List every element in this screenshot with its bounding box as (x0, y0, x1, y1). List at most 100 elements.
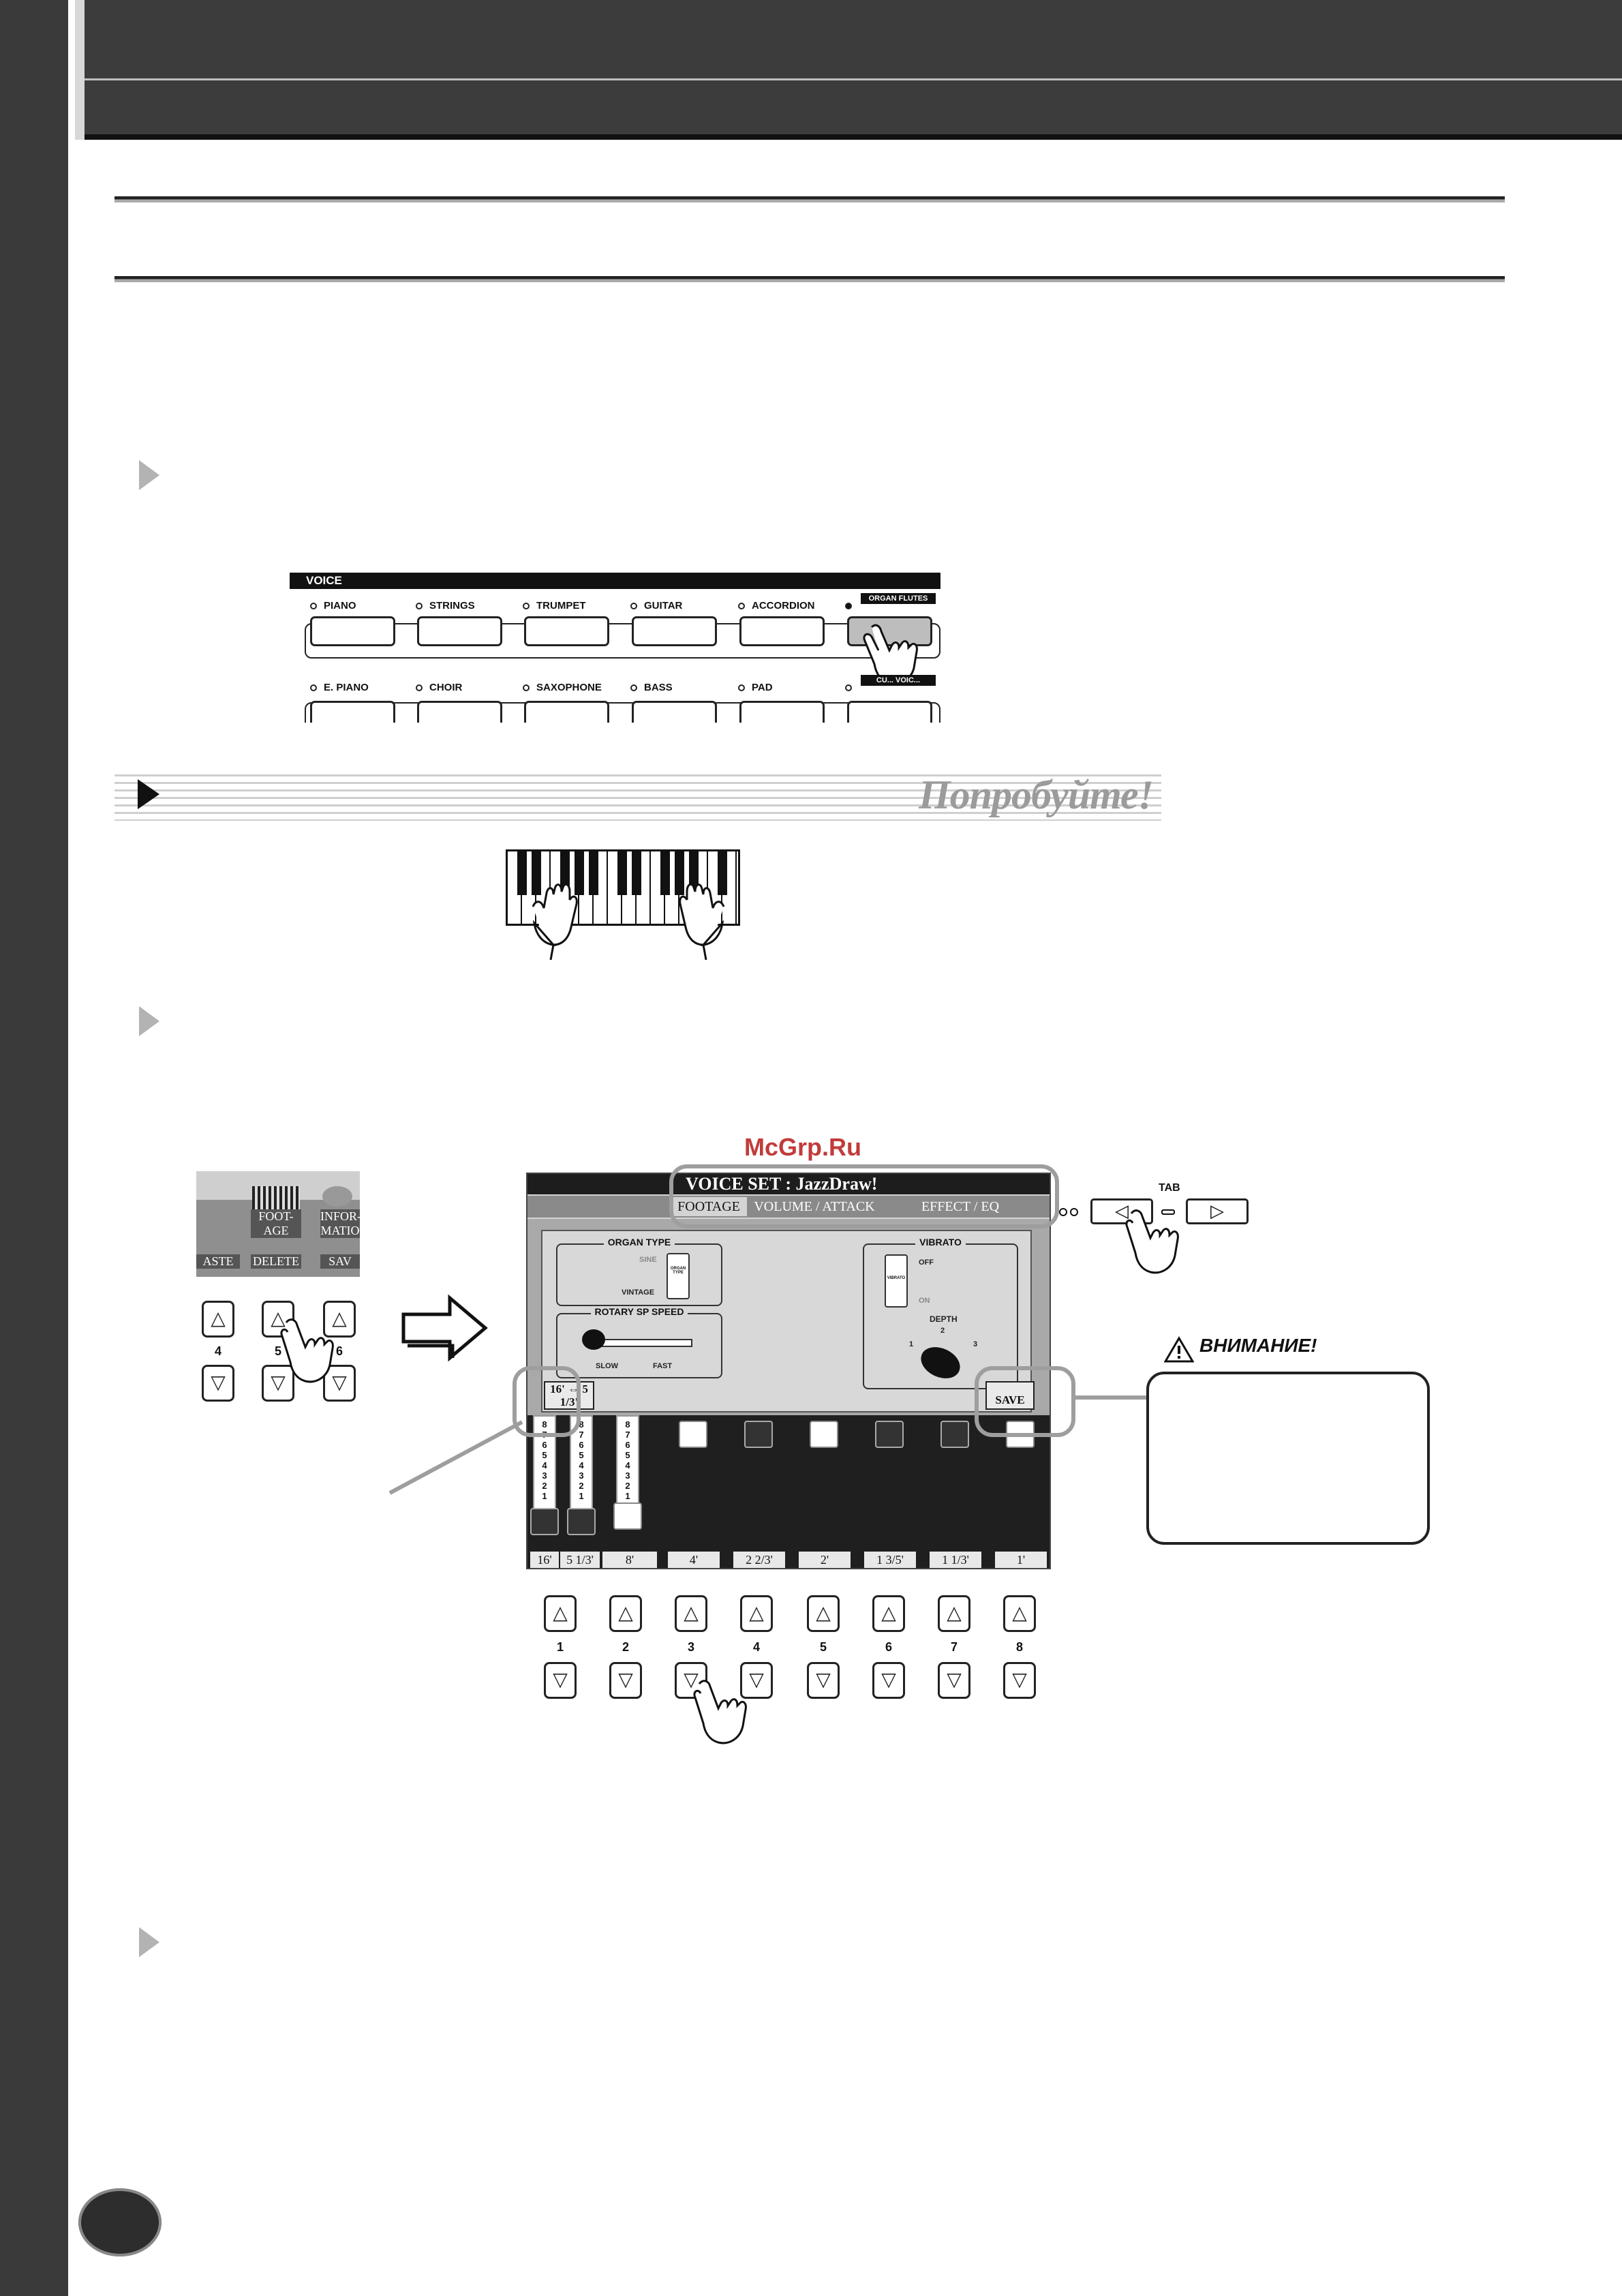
footage-button-highlight (512, 1366, 581, 1437)
custom-voice-label: CU... VOIC... (861, 675, 936, 686)
voice-button-pad[interactable] (739, 701, 825, 723)
up-button-4[interactable]: △ (740, 1595, 773, 1632)
voice-button-e-piano[interactable] (310, 701, 395, 723)
drawbar-5-1-3[interactable] (567, 1508, 596, 1535)
drawbar-4[interactable] (679, 1421, 707, 1448)
try-banner-text: Попробуйте! (918, 772, 1154, 817)
vibrato-group: VIBRATO VIBRATO OFF ON DEPTH 1 2 3 (863, 1237, 1018, 1389)
drawbar-scale-digit: 5 (542, 1450, 547, 1460)
display-title: VOICE SET : JazzDraw! (527, 1174, 1050, 1194)
voice-panel: VOICE PIANO STRINGS TRUMPET GUITAR ACCOR… (290, 573, 940, 723)
tab-indicator (1161, 1209, 1175, 1215)
drawbar-scale-digit: 1 (542, 1491, 547, 1501)
drawbar-scale-digit: 3 (542, 1470, 547, 1481)
up-button-8[interactable]: △ (1003, 1595, 1036, 1632)
tab-volume-attack[interactable]: VOLUME / ATTACK (754, 1199, 875, 1214)
tab-footage[interactable]: FOOTAGE (671, 1197, 747, 1216)
display-tabs: FOOTAGE VOLUME / ATTACK EFFECT / EQ (527, 1196, 1050, 1218)
drawbar-scale-digit: 1 (579, 1491, 584, 1501)
mini-down-button-4[interactable]: ▽ (202, 1365, 234, 1402)
down-button-5[interactable]: ▽ (807, 1662, 840, 1699)
up-button-2[interactable]: △ (609, 1595, 642, 1632)
rotary-slider-knob[interactable] (582, 1329, 605, 1350)
up-button-6[interactable]: △ (872, 1595, 905, 1632)
drawbar-scale-digit: 3 (579, 1470, 584, 1481)
down-button-8[interactable]: ▽ (1003, 1662, 1036, 1699)
voice-button-guitar[interactable] (632, 616, 717, 646)
hands-icon (532, 883, 725, 961)
voice-panel-title: VOICE (290, 573, 940, 589)
rotary-speed-group: ROTARY SP SPEED SLOW FAST (556, 1306, 722, 1378)
mini-screen: FOOT-AGE INFOR-MATIO ASTE DELETE SAV (196, 1171, 360, 1277)
voice-button-custom-voice[interactable] (847, 701, 932, 723)
flow-arrow-icon (401, 1294, 488, 1362)
tab-right-button[interactable]: ▷ (1186, 1198, 1249, 1224)
down-button-7[interactable]: ▽ (938, 1662, 970, 1699)
organ-type-switch[interactable]: ORGAN TYPE (667, 1253, 690, 1299)
voice-button-strings[interactable] (417, 616, 502, 646)
voice-button-choir[interactable] (417, 701, 502, 723)
voice-button-organ-flutes[interactable] (847, 616, 932, 646)
drawbar-scale-digit: 5 (579, 1450, 584, 1460)
warning-icon (1164, 1336, 1194, 1363)
drawbar-scale-digit: 3 (625, 1470, 630, 1481)
left-margin-bar (0, 0, 68, 2296)
up-button-5[interactable]: △ (807, 1595, 840, 1632)
drawbar-scale-digit: 8 (625, 1419, 630, 1430)
drawbar-scale-digit: 7 (579, 1430, 584, 1440)
mini-label-footage: FOOT-AGE (251, 1209, 301, 1238)
drawbar-1-3-5[interactable] (875, 1421, 904, 1448)
up-button-7[interactable]: △ (938, 1595, 970, 1632)
section-rule-top (114, 196, 1505, 202)
save-button[interactable]: SAVE (985, 1381, 1035, 1410)
step-arrow-3 (139, 1927, 159, 1957)
drawbar-16[interactable] (530, 1508, 559, 1535)
try-banner: Попробуйте! (114, 769, 1161, 821)
drawbar-scale-digit: 6 (542, 1440, 547, 1450)
vibrato-switch[interactable]: VIBRATO (885, 1254, 908, 1308)
mini-label-paste: ASTE (196, 1254, 240, 1269)
up-button-1[interactable]: △ (544, 1595, 577, 1632)
down-button-6[interactable]: ▽ (872, 1662, 905, 1699)
drawbar-2-2-3[interactable] (744, 1421, 773, 1448)
voice-button-piano[interactable] (310, 616, 395, 646)
mini-down-button-6[interactable]: ▽ (323, 1365, 356, 1402)
play-triangle-icon (138, 779, 159, 809)
header-band (75, 0, 1622, 140)
down-button-1[interactable]: ▽ (544, 1662, 577, 1699)
voice-button-bass[interactable] (632, 701, 717, 723)
drawbar-2[interactable] (810, 1421, 838, 1448)
attention-title: ВНИМАНИЕ! (1199, 1335, 1317, 1356)
down-button-4[interactable]: ▽ (740, 1662, 773, 1699)
mini-up-button-6[interactable]: △ (323, 1301, 356, 1338)
drawbar-scale-digit: 8 (542, 1419, 547, 1430)
mini-down-button-5[interactable]: ▽ (262, 1365, 294, 1402)
drawbars: 16' 5 1/3' 8' 4' 2 2/3' 2' 1 3/5' 1 1/3'… (527, 1415, 1050, 1568)
drawbar-scale-digit: 2 (579, 1481, 584, 1491)
step-arrow-1 (139, 460, 159, 490)
drawbar-scale-digit: 5 (625, 1450, 630, 1460)
step-arrow-2 (139, 1006, 159, 1036)
down-button-2[interactable]: ▽ (609, 1662, 642, 1699)
up-button-3[interactable]: △ (675, 1595, 707, 1632)
header-edge (75, 0, 85, 140)
drawbar-scale-digit: 1 (625, 1491, 630, 1501)
voice-button-saxophone[interactable] (524, 701, 609, 723)
drawbar-8[interactable] (613, 1502, 642, 1530)
tab-effect-eq[interactable]: EFFECT / EQ (921, 1199, 1000, 1214)
info-icon (322, 1186, 352, 1207)
drawbar-1-1-3[interactable] (940, 1421, 969, 1448)
depth-knob[interactable] (915, 1341, 966, 1385)
connector-dots (1059, 1208, 1078, 1216)
drawbar-scale-digit: 4 (625, 1460, 630, 1470)
voice-button-trumpet[interactable] (524, 616, 609, 646)
drawbar-scale-digit: 7 (625, 1430, 630, 1440)
keyboard-illustration (506, 849, 740, 926)
drawbar-scale-digit: 4 (542, 1460, 547, 1470)
save-button-highlight (975, 1366, 1075, 1437)
pointing-hand-icon (863, 624, 918, 685)
mini-up-button-4[interactable]: △ (202, 1301, 234, 1338)
voice-button-accordion[interactable] (739, 616, 825, 646)
drawbar-scale-digit: 2 (625, 1481, 630, 1491)
mini-label-save: SAV (320, 1254, 360, 1269)
